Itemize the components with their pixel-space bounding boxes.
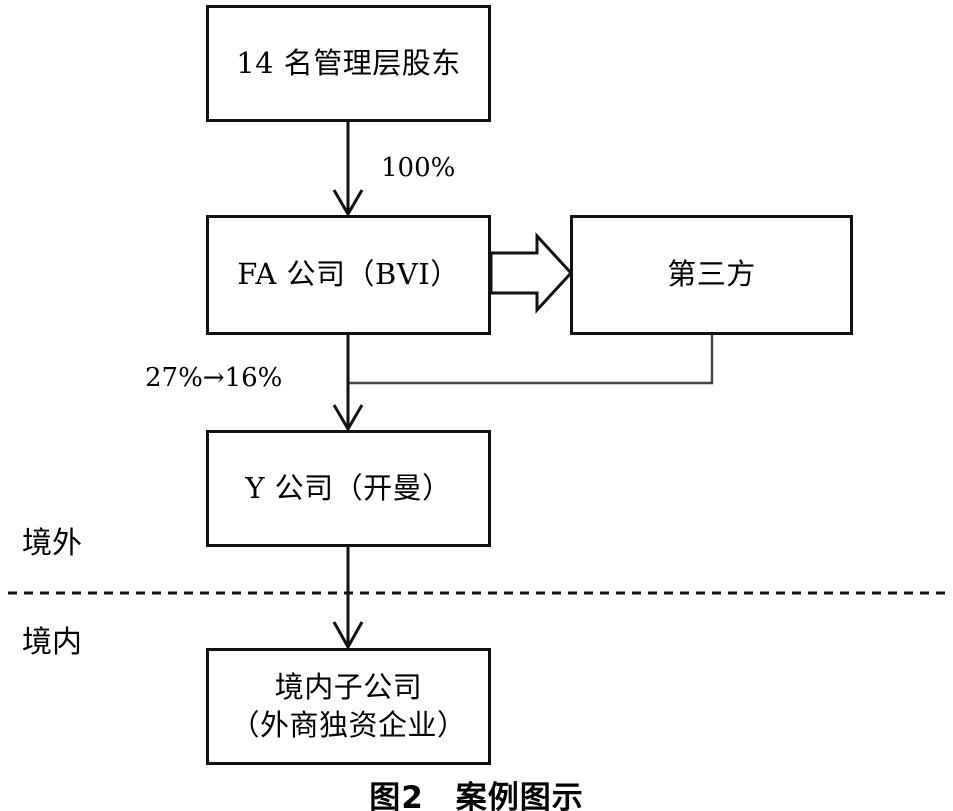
- region-label-offshore: 境外: [22, 526, 82, 561]
- node-third-party-label: 第三方: [667, 257, 756, 292]
- node-management-shareholders-label: 14 名管理层股东: [236, 45, 461, 80]
- node-domestic-subsidiary-label-line2: （外商独资企业）: [230, 707, 467, 742]
- edge-third-party-to-y: [349, 335, 714, 385]
- region-label-onshore: 境内: [22, 625, 82, 660]
- node-management-shareholders[interactable]: 14 名管理层股东: [206, 5, 491, 122]
- node-fa-company[interactable]: FA 公司（BVI）: [206, 215, 491, 335]
- node-y-company[interactable]: Y 公司（开曼）: [206, 430, 491, 547]
- node-third-party[interactable]: 第三方: [570, 215, 853, 335]
- edge-fa-to-y: [332, 335, 364, 432]
- edge-label-management-to-fa: 100%: [381, 153, 456, 183]
- node-domestic-subsidiary[interactable]: 境内子公司 （外商独资企业）: [206, 648, 491, 765]
- edge-management-to-fa: [332, 122, 364, 217]
- node-fa-company-label: FA 公司（BVI）: [237, 257, 460, 292]
- figure-caption: 图2 案例图示: [369, 780, 584, 811]
- node-domestic-subsidiary-label-line1: 境内子公司: [274, 670, 423, 705]
- edge-label-fa-to-y: 27%→16%: [145, 363, 283, 393]
- edge-y-to-domestic: [332, 547, 364, 651]
- node-y-company-label: Y 公司（开曼）: [245, 470, 452, 505]
- edge-fa-to-third-party: [489, 232, 574, 314]
